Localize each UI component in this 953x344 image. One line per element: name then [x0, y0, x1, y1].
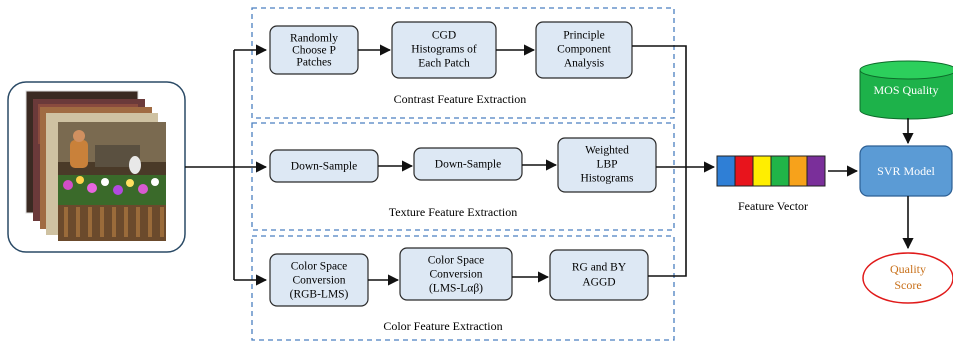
step-text: CGD	[432, 30, 456, 42]
quality-score-ellipse: Quality Score	[862, 252, 953, 304]
step-text: AGGD	[582, 277, 615, 289]
contrast-panel-label: Contrast Feature Extraction	[394, 92, 527, 106]
color-panel-label: Color Feature Extraction	[383, 319, 502, 333]
texture-panel-label: Texture Feature Extraction	[389, 205, 517, 219]
step-arrows	[358, 44, 558, 286]
step-text: Color Space	[291, 261, 348, 273]
step-text: Each Patch	[418, 58, 470, 70]
contrast-panel	[251, 7, 675, 119]
svr-model-label: SVR Model	[877, 164, 935, 178]
mos-quality-database: MOS Quality	[859, 60, 953, 120]
feature-vector-cell	[806, 155, 826, 187]
step-color-3: RG and BY AGGD	[549, 249, 649, 301]
color-panel	[251, 235, 675, 341]
step-texture-2: Down-Sample	[413, 147, 523, 181]
feature-vector-cell	[788, 155, 808, 187]
step-text: Down-Sample	[291, 161, 357, 173]
feature-vector-cell	[752, 155, 772, 187]
step-text: (RGB-LMS)	[290, 289, 349, 301]
input-image-stack	[7, 81, 186, 253]
quality-score-text: Quality	[890, 262, 926, 276]
step-color-1: Color Space Conversion (RGB-LMS)	[269, 253, 369, 307]
step-text: Analysis	[564, 58, 605, 70]
step-text: LBP	[596, 159, 617, 171]
quality-score-text: Score	[894, 278, 921, 292]
step-text: Component	[557, 44, 611, 56]
step-text: Conversion	[429, 269, 482, 281]
step-text: RG and BY	[572, 262, 627, 274]
mos-quality-label: MOS Quality	[873, 83, 938, 97]
step-text: Principle	[563, 30, 605, 42]
step-color-2: Color Space Conversion (LMS-Lαβ)	[399, 247, 513, 301]
step-texture-3: Weighted LBP Histograms	[557, 137, 657, 193]
feature-vector	[716, 155, 826, 187]
step-contrast-2: CGD Histograms of Each Patch	[391, 21, 497, 79]
svr-model-box: SVR Model	[859, 145, 953, 197]
fanout-connectors	[185, 44, 268, 286]
step-text: Histograms	[580, 173, 634, 185]
step-text: Randomly	[290, 33, 338, 45]
step-contrast-1: Randomly Choose P Patches	[269, 25, 359, 75]
step-text: (LMS-Lαβ)	[429, 283, 483, 295]
step-text: Choose P	[292, 45, 336, 57]
feature-vector-label: Feature Vector	[738, 199, 808, 213]
feature-vector-cell	[734, 155, 754, 187]
step-text: Histograms of	[411, 44, 477, 56]
step-texture-1: Down-Sample	[269, 149, 379, 183]
step-text: Weighted	[585, 145, 629, 157]
texture-panel	[251, 122, 675, 231]
merge-connectors	[632, 45, 716, 277]
step-text: Color Space	[428, 255, 485, 267]
step-contrast-3: Principle Component Analysis	[535, 21, 633, 79]
step-text: Conversion	[292, 275, 345, 287]
step-text: Patches	[296, 57, 332, 69]
feature-vector-cell	[716, 155, 736, 187]
feature-vector-cell	[770, 155, 790, 187]
step-text: Down-Sample	[435, 159, 501, 171]
